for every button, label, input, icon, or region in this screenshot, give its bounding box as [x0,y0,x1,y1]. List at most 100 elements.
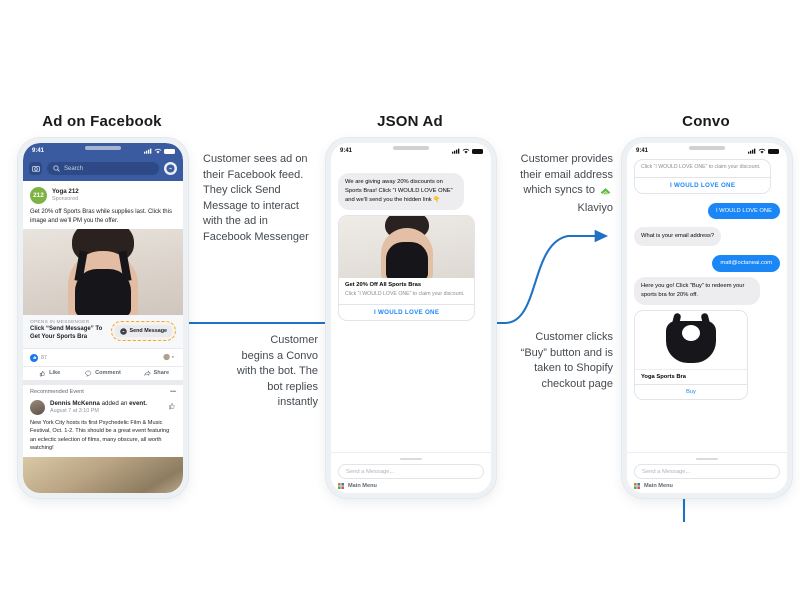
messenger-footer: Send a Message... Main Menu [627,452,787,493]
card-title: Get 20% Off All Sports Bras [345,281,422,288]
camera-icon[interactable] [29,162,42,175]
messenger-screen: 9:41 Clic [627,143,787,493]
drag-handle[interactable] [400,458,422,460]
like-count: 87 [41,354,47,361]
facebook-header: Search [23,159,183,181]
card-subtitle: Click “I WOULD LOVE ONE” to claim your d… [345,291,465,298]
user-message-bubble: I WOULD LOVE ONE [707,202,780,220]
phone-convo: 9:41 Clic [622,138,792,498]
ad-card-scrolled: Click “I WOULD LOVE ONE” to claim your d… [634,159,772,194]
send-message-label: Send Message [129,328,167,335]
user-email-bubble: matt@octaneai.com [712,255,780,272]
action-comment-label: Comment [95,370,121,377]
product-name: Yoga Sports Bra [635,368,747,384]
ad-copy: Get 20% off Sports Bras while supplies l… [30,209,172,224]
message-input[interactable]: Send a Message... [634,464,780,479]
column-title-ad: Ad on Facebook [42,113,162,130]
card-cta-button[interactable]: I WOULD LOVE ONE [635,176,771,193]
message-list: Click “I WOULD LOVE ONE” to claim your d… [627,159,787,452]
messenger-icon[interactable] [164,162,177,175]
product-image[interactable] [635,310,747,369]
like-icon [30,353,38,362]
status-time: 9:41 [636,148,649,154]
column-title-json-ad: JSON Ad [377,113,443,130]
column-title-convo: Convo [682,113,730,130]
annotation-step-2: Customer begins a Convo with the bot. Th… [236,334,318,409]
menu-icon [338,483,344,489]
ad-headline: Click “Send Message” To Get Your Sports … [30,326,103,341]
message-row-bot: What is your email address? [634,224,780,251]
menu-icon [634,483,640,489]
annotation-step-3: Customer provides their email address wh… [508,152,613,216]
search-input[interactable]: Search [47,162,159,175]
drag-handle[interactable] [696,458,718,460]
sports-bra [385,241,428,278]
signal-icon [748,148,756,154]
wifi-icon [154,148,162,154]
message-row-bot: Here you go! Click “Buy” to redeem your … [634,276,780,310]
status-time: 9:41 [32,148,45,154]
recommended-action-text: added an [99,399,130,407]
recommended-author[interactable]: Dennis McKenna [50,399,100,407]
send-message-highlight: Send Message [110,321,176,342]
recommended-author-line: Dennis McKenna added an event. [50,400,163,408]
commenter-avatars [163,353,176,363]
notch [689,146,725,150]
main-menu-button[interactable]: Main Menu [338,479,484,489]
recommended-copy: New York City hosts its first Psychedeli… [30,419,170,452]
status-bar: 9:41 [627,143,787,159]
action-share[interactable]: Share [130,370,183,377]
send-message-button[interactable]: Send Message [114,325,172,338]
page-name[interactable]: Yoga 212 [52,188,79,196]
annotation-step-1: Customer sees ad on their Facebook feed.… [203,153,309,244]
card-image[interactable] [339,215,475,278]
notch [85,146,121,150]
ad-caption-bar: OPENS IN MESSENGER Click “Send Message” … [23,315,183,349]
ad-kicker: OPENS IN MESSENGER [30,320,90,326]
sponsored-label: Sponsored [52,195,79,202]
status-bar: 9:41 [331,143,491,159]
card-subtitle: Click “I WOULD LOVE ONE” to claim your d… [641,164,761,170]
main-menu-label: Main Menu [644,483,673,489]
avatar: 212 [30,187,47,204]
signal-icon [452,148,460,154]
search-icon [53,165,60,172]
recommended-label: Recommended Event [30,388,84,395]
share-icon [143,370,151,377]
wifi-icon [462,148,470,154]
search-placeholder: Search [64,165,84,172]
bot-message-bubble: We are giving away 20% discounts on Spor… [338,173,464,210]
bot-message-bubble: Here you go! Click “Buy” to redeem your … [634,276,760,305]
thumbs-up-icon[interactable] [168,402,176,410]
annotation-step-4: Customer clicks “Buy” button and is take… [520,331,613,390]
buy-button[interactable]: Buy [635,383,747,399]
product-card: Yoga Sports Bra Buy [634,309,748,400]
post-stats: 87 [23,349,183,366]
ellipsis-icon[interactable]: ••• [170,388,176,395]
notch [393,146,429,150]
ad-post-header: 212 Yoga 212 Sponsored [23,181,183,206]
messenger-screen: 9:41 We are giving away 20% discounts on… [331,143,491,493]
klaviyo-logo [600,185,611,201]
status-time: 9:41 [340,148,353,154]
card-cta-button[interactable]: I WOULD LOVE ONE [339,304,475,320]
avatar [30,399,45,415]
bot-message-bubble: What is your email address? [634,227,722,247]
feed-divider [23,379,183,385]
main-menu-button[interactable]: Main Menu [634,479,780,489]
action-like[interactable]: Like [23,370,76,377]
phone-json-ad: 9:41 We are giving away 20% discounts on… [326,138,496,498]
sports-bra [75,269,131,316]
recommended-timestamp: August 7 at 3:10 PM [50,407,99,414]
comment-icon [85,370,92,377]
action-comment[interactable]: Comment [76,370,129,377]
message-row-user: matt@octaneai.com [634,251,780,277]
facebook-screen: 9:41 [23,143,183,493]
message-input[interactable]: Send a Message... [338,464,484,479]
wifi-icon [758,148,766,154]
messenger-footer: Send a Message... Main Menu [331,452,491,493]
recommended-image[interactable] [23,456,183,493]
thumbs-up-icon [39,370,45,377]
ad-image[interactable] [23,229,183,316]
